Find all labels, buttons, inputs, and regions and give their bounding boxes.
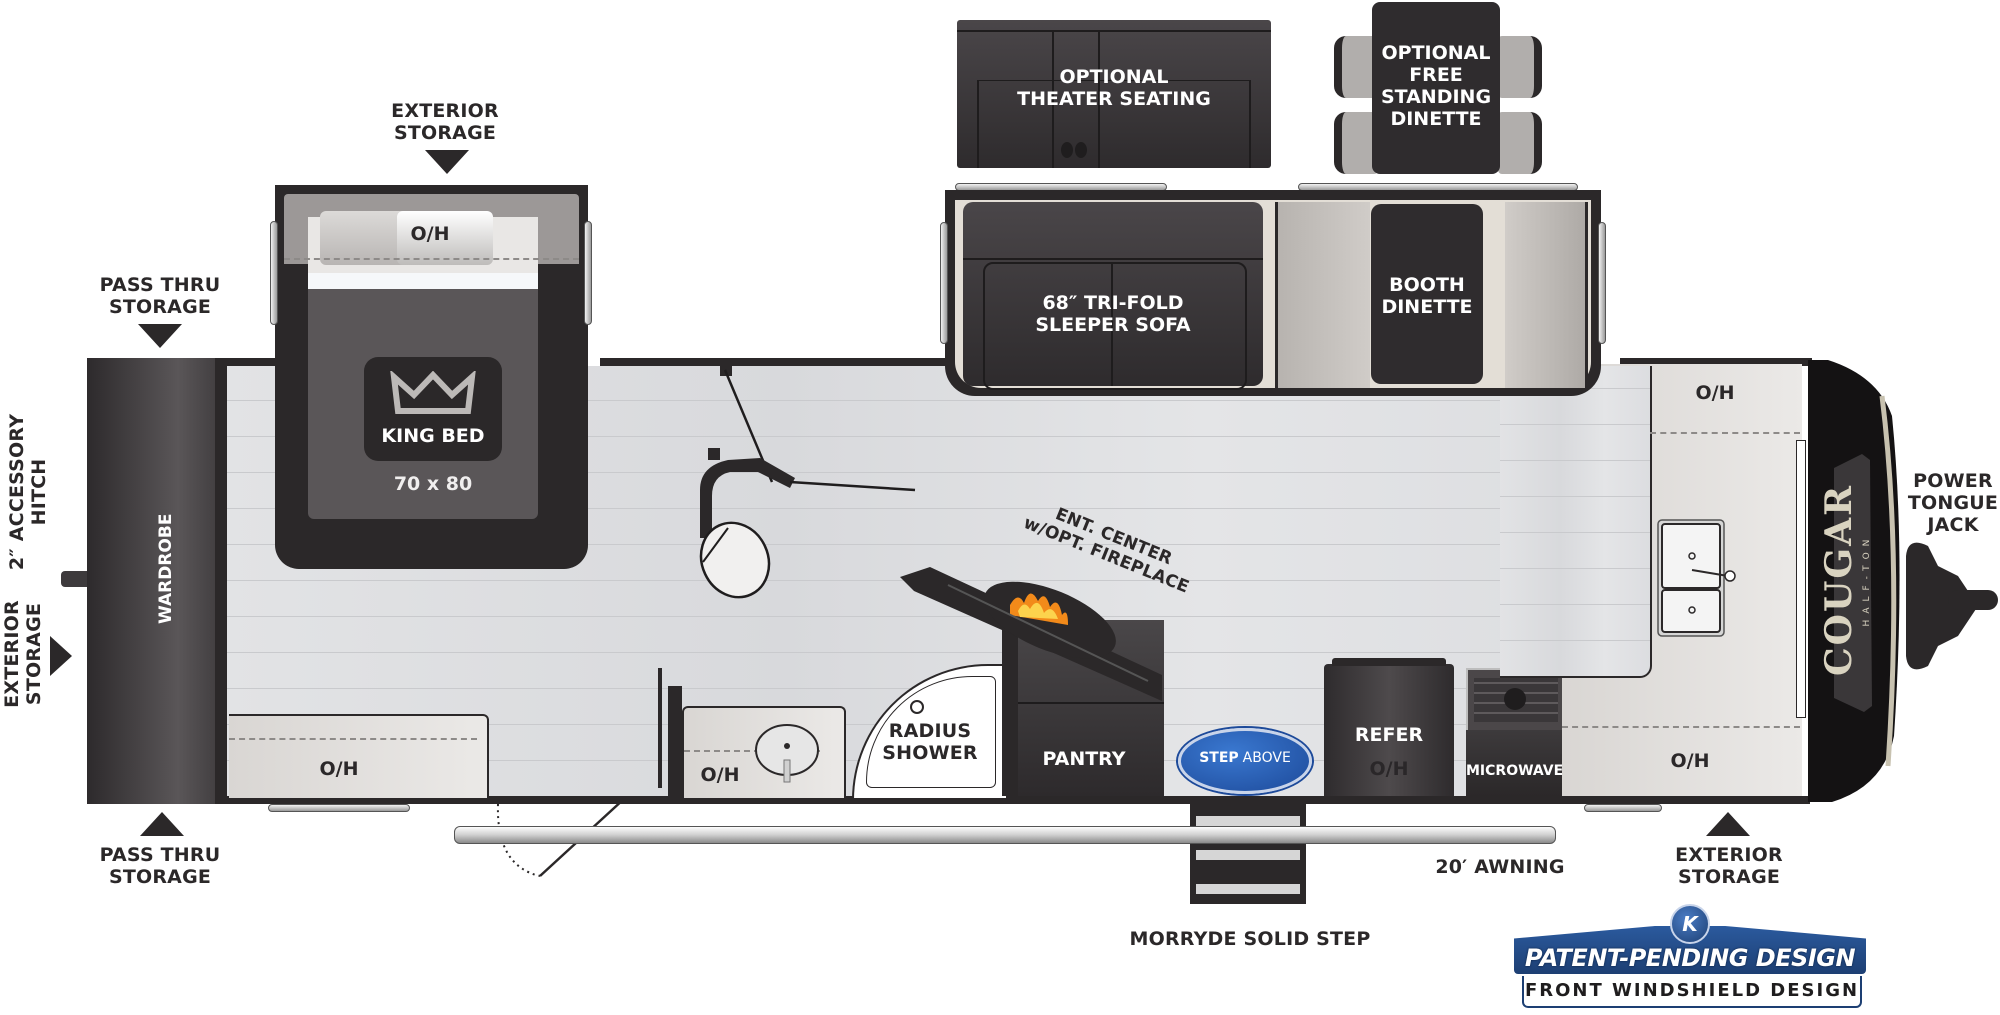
- slide-rail: [268, 804, 410, 812]
- accessory-hitch-label: 2″ ACCESSORY HITCH: [6, 413, 50, 571]
- bed-overhead-label: O/H: [410, 223, 450, 245]
- exterior-storage-rear-label: EXTERIOR STORAGE: [1, 600, 45, 708]
- arrow-right-icon: [50, 636, 72, 676]
- overhead-outline: [1562, 726, 1800, 728]
- cupholder-icon: [1061, 142, 1073, 158]
- badge-title: PATENT-PENDING DESIGN: [1524, 944, 1856, 972]
- king-bed-label: KING BED: [381, 425, 485, 447]
- hitch-receiver: [61, 571, 89, 587]
- crown-icon: [390, 371, 476, 414]
- kitchen-overhead-bottom-label: O/H: [1670, 750, 1710, 772]
- morryde-step: [1190, 804, 1306, 904]
- sleeper-sofa: 68″ TRI-FOLD SLEEPER SOFA: [963, 202, 1263, 390]
- theater-seating: OPTIONAL THEATER SEATING: [957, 20, 1271, 168]
- pantry-label: PANTRY: [1042, 748, 1126, 770]
- window: [1796, 440, 1806, 718]
- chair: [1498, 112, 1542, 174]
- wall: [668, 686, 682, 796]
- toilet-icon: [699, 521, 771, 599]
- front-cap: [1808, 360, 1998, 802]
- bath-door-swing: [700, 369, 916, 538]
- brand-submodel: HALF-TON: [1862, 533, 1872, 627]
- shower-drain-icon: [910, 700, 924, 714]
- chair: [1498, 36, 1542, 98]
- wall: [720, 360, 732, 376]
- pass-thru-storage-bottom-label: PASS THRU STORAGE: [99, 844, 221, 888]
- refer-overhead-label: O/H: [1369, 758, 1409, 780]
- arrow-up-icon: [140, 812, 184, 836]
- kitchen-sink-icon: [1657, 519, 1736, 637]
- sink-icon: [755, 724, 819, 783]
- sofa-label: 68″ TRI-FOLD: [1042, 292, 1184, 314]
- radius-shower: RADIUS SHOWER: [852, 664, 1008, 800]
- wall: [87, 796, 1810, 804]
- power-tongue-jack-label: POWER TONGUE JACK: [1907, 470, 1999, 536]
- kitchen-overhead-top-label: O/H: [1695, 382, 1735, 404]
- stove: [1466, 668, 1566, 734]
- refrigerator: REFER O/H: [1324, 658, 1454, 796]
- microwave-label: MICROWAVE: [1466, 763, 1564, 779]
- sofa-dinette-slideout: 68″ TRI-FOLD SLEEPER SOFA BOOTH DINETTE: [945, 190, 1601, 396]
- slide-rail: [940, 222, 948, 344]
- rear-overhead-cabinet: O/H: [229, 714, 489, 800]
- shower-label: RADIUS: [888, 720, 972, 742]
- arrow-up-icon: [1706, 812, 1750, 836]
- brand-logo: COUGAR: [1818, 484, 1860, 676]
- theater-seating-label: OPTIONAL: [1059, 66, 1169, 88]
- table: [1372, 2, 1500, 174]
- slide-rail: [1598, 222, 1606, 344]
- arrow-down-icon: [138, 324, 182, 348]
- wardrobe-label: WARDROBE: [156, 513, 176, 624]
- awning-roller: [454, 826, 1556, 844]
- refer-label: REFER: [1354, 724, 1424, 746]
- dinette-bench: [1275, 202, 1370, 388]
- entertainment-center: [900, 567, 1162, 701]
- chair: [1334, 36, 1378, 98]
- bed-slideout: O/H KING BED 70 x 80: [275, 185, 588, 569]
- arrow-down-icon: [425, 150, 469, 174]
- wall: [1620, 358, 1812, 366]
- chair: [1334, 112, 1378, 174]
- free-standing-dinette: OPTIONAL FREE STANDING DINETTE: [1330, 2, 1550, 174]
- bath-overhead-label: O/H: [700, 764, 740, 786]
- overhead-outline: [1650, 432, 1800, 434]
- step-label: MORRYDE SOLID STEP: [1129, 928, 1371, 950]
- slide-rail: [1584, 804, 1662, 812]
- wall: [1002, 620, 1018, 796]
- floor: [1500, 366, 1652, 678]
- keystone-logo-icon: K: [1670, 904, 1710, 944]
- wall: [600, 358, 946, 366]
- pillow: [397, 211, 493, 265]
- burner-icon: [1504, 688, 1526, 710]
- dinette-table: BOOTH DINETTE: [1371, 204, 1483, 384]
- dinette-bench: [1505, 202, 1588, 388]
- free-standing-dinette-label: OPTIONAL: [1381, 42, 1491, 64]
- awning-label: 20′ AWNING: [1435, 856, 1565, 878]
- patent-badge: K PATENT-PENDING DESIGN FRONT WINDSHIELD…: [1508, 904, 1872, 1014]
- king-bed-badge: KING BED: [364, 357, 502, 461]
- slide-rail: [270, 221, 278, 325]
- bed-size-label: 70 x 80: [393, 473, 473, 495]
- exterior-storage-top-label: EXTERIOR STORAGE: [391, 100, 499, 144]
- cupholder-icon: [1075, 142, 1087, 158]
- exterior-storage-bottom-label: EXTERIOR STORAGE: [1675, 844, 1783, 888]
- booth-dinette-label: BOOTH: [1389, 274, 1465, 296]
- wall: [658, 668, 662, 788]
- wardrobe: WARDROBE: [87, 358, 227, 804]
- slide-rail: [584, 221, 592, 325]
- pass-thru-storage-top-label: PASS THRU STORAGE: [99, 274, 221, 318]
- bath-vanity: O/H: [682, 706, 846, 798]
- badge-subtitle: FRONT WINDSHIELD DESIGN: [1522, 976, 1862, 1008]
- microwave: MICROWAVE: [1466, 730, 1564, 796]
